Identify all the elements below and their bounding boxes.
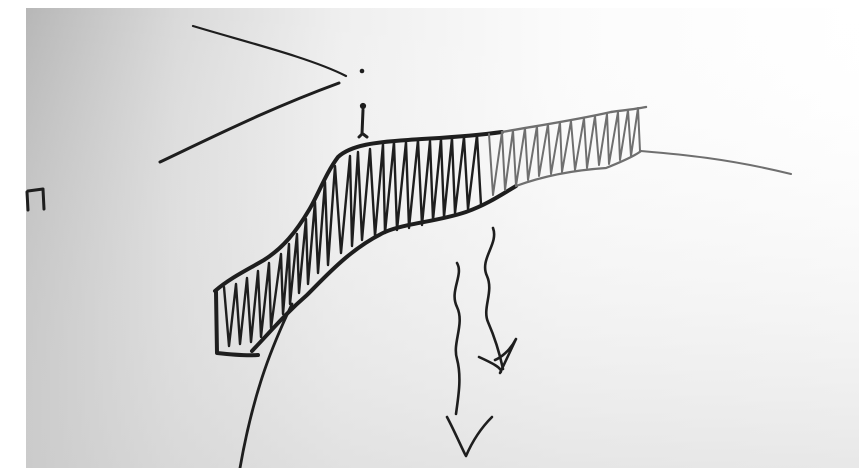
figure-head: [360, 103, 365, 108]
light-point: [360, 69, 365, 74]
sketch-paper: [26, 8, 859, 468]
paper-shadow: [26, 8, 859, 468]
margin-mark: [24, 176, 54, 216]
sketch-drawing: [26, 8, 859, 468]
